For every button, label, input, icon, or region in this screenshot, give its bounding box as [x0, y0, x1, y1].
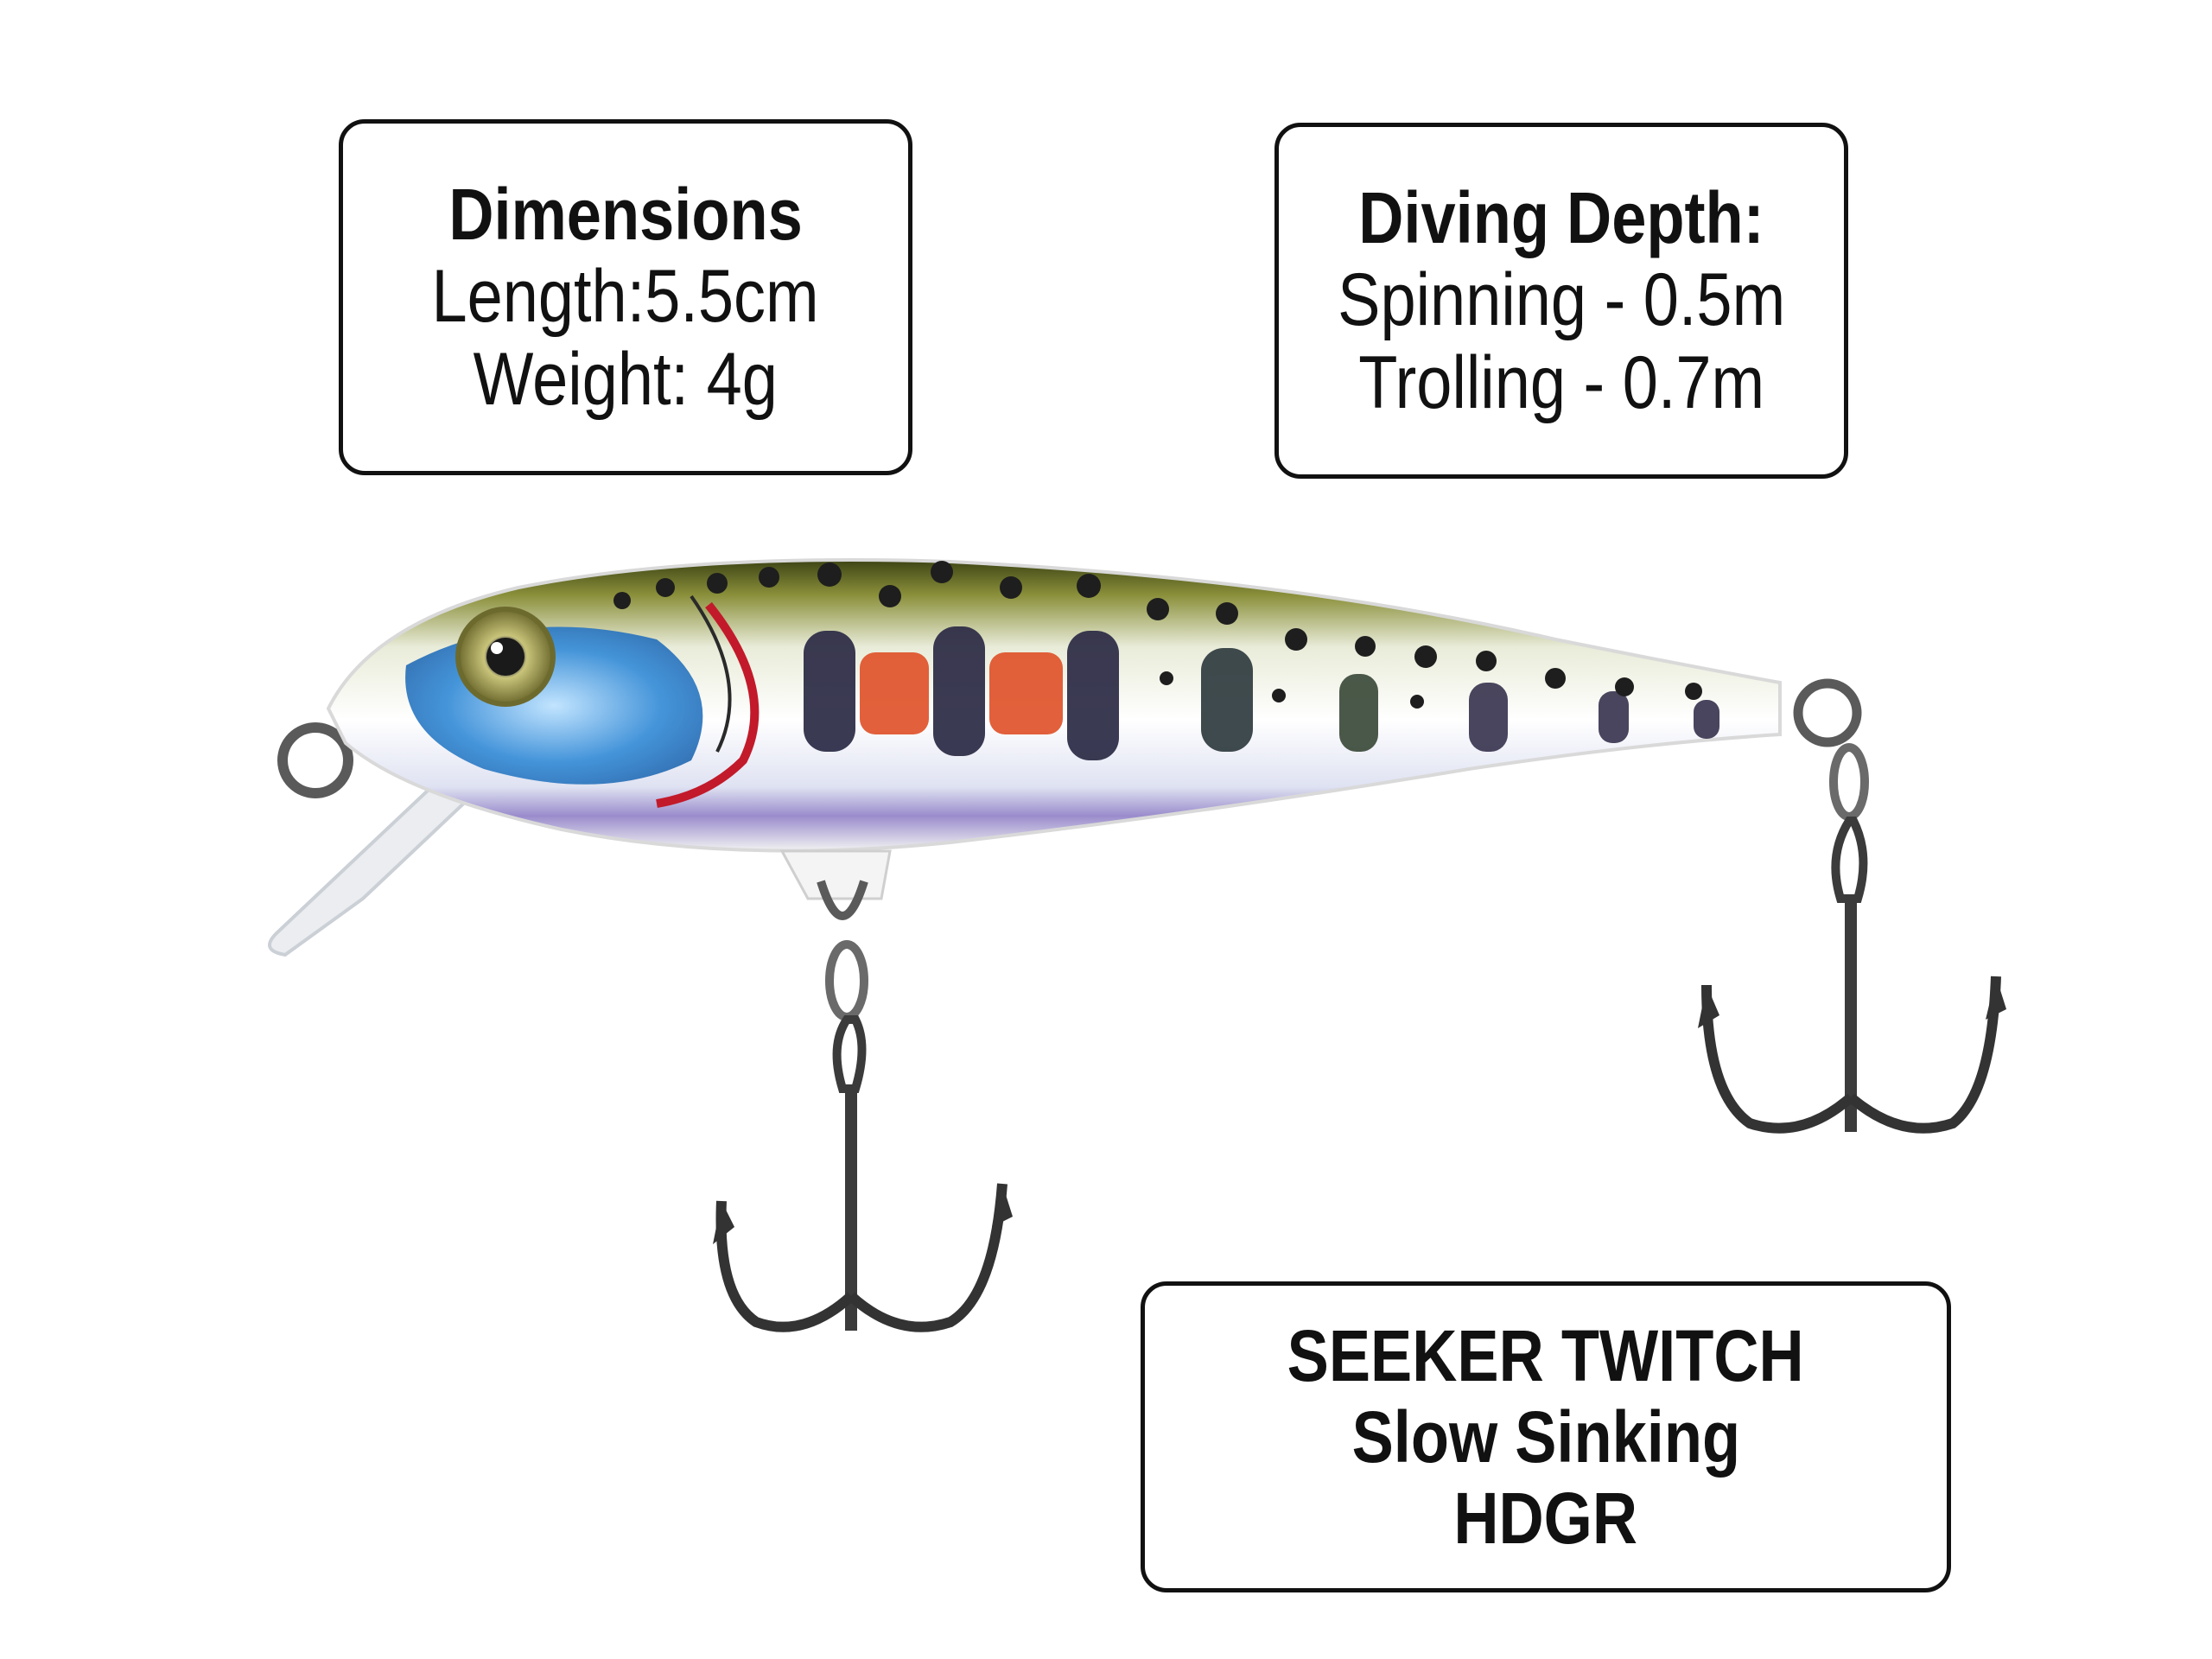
trolling-depth: Trolling - 0.7m: [1358, 341, 1764, 425]
product-name: SEEKER TWITCH: [1287, 1314, 1804, 1396]
diving-depth-title: Diving Depth:: [1358, 176, 1764, 258]
dimensions-box: Dimensions Length:5.5cm Weight: 4g: [339, 119, 912, 475]
product-info-box: SEEKER TWITCH Slow Sinking HDGR: [1141, 1281, 1951, 1592]
product-type: Slow Sinking: [1351, 1395, 1740, 1478]
spinning-depth: Spinning - 0.5m: [1337, 257, 1786, 341]
diving-depth-box: Diving Depth: Spinning - 0.5m Trolling -…: [1274, 123, 1848, 479]
dimensions-title: Dimensions: [448, 173, 803, 255]
length-value: Length:5.5cm: [431, 254, 820, 338]
product-color-code: HDGR: [1453, 1478, 1638, 1560]
weight-value: Weight: 4g: [473, 338, 779, 422]
